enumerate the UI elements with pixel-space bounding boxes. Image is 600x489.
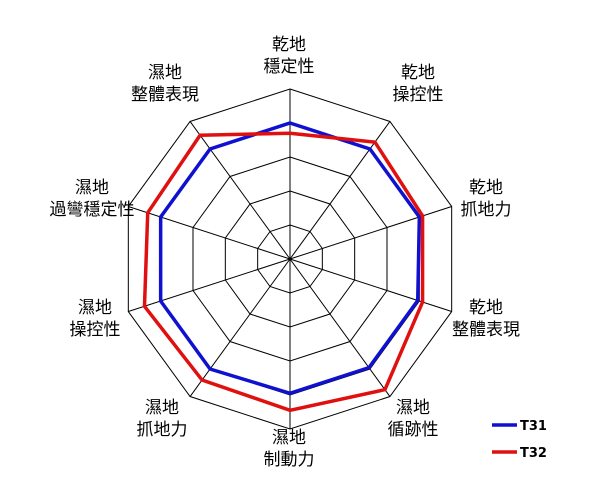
axis-label: 濕地循跡性 (388, 398, 439, 440)
axis-spoke (289, 258, 391, 397)
axis-label: 濕地抓地力 (137, 398, 188, 440)
axis-label: 乾地整體表現 (452, 298, 520, 340)
series-t32 (142, 131, 425, 413)
series-t31 (158, 121, 422, 396)
axis-spoke (289, 121, 391, 260)
axis-spoke (189, 258, 291, 397)
axis-label: 濕地過彎穩定性 (50, 178, 135, 220)
legend-label: T32 (520, 446, 547, 461)
axis-spoke (289, 205, 452, 260)
axis-label: 乾地穩定性 (264, 35, 315, 77)
axis-spoke (128, 205, 291, 260)
axis-label: 乾地抓地力 (461, 178, 512, 220)
axis-spoke (189, 121, 291, 260)
radar-series (142, 121, 425, 413)
legend-label: T31 (520, 419, 547, 434)
axis-label: 濕地整體表現 (131, 63, 199, 105)
axis-spoke (289, 258, 452, 313)
radar-grid (127, 88, 453, 430)
axis-label: 濕地制動力 (264, 428, 315, 470)
axis-label: 乾地操控性 (393, 63, 444, 105)
axis-labels: 乾地穩定性乾地操控性乾地抓地力乾地整體表現濕地循跡性濕地制動力 濕地抓地力 濕地操控… (50, 35, 521, 470)
axis-spoke (128, 258, 291, 313)
axis-label: 濕地操控性 (70, 298, 121, 340)
